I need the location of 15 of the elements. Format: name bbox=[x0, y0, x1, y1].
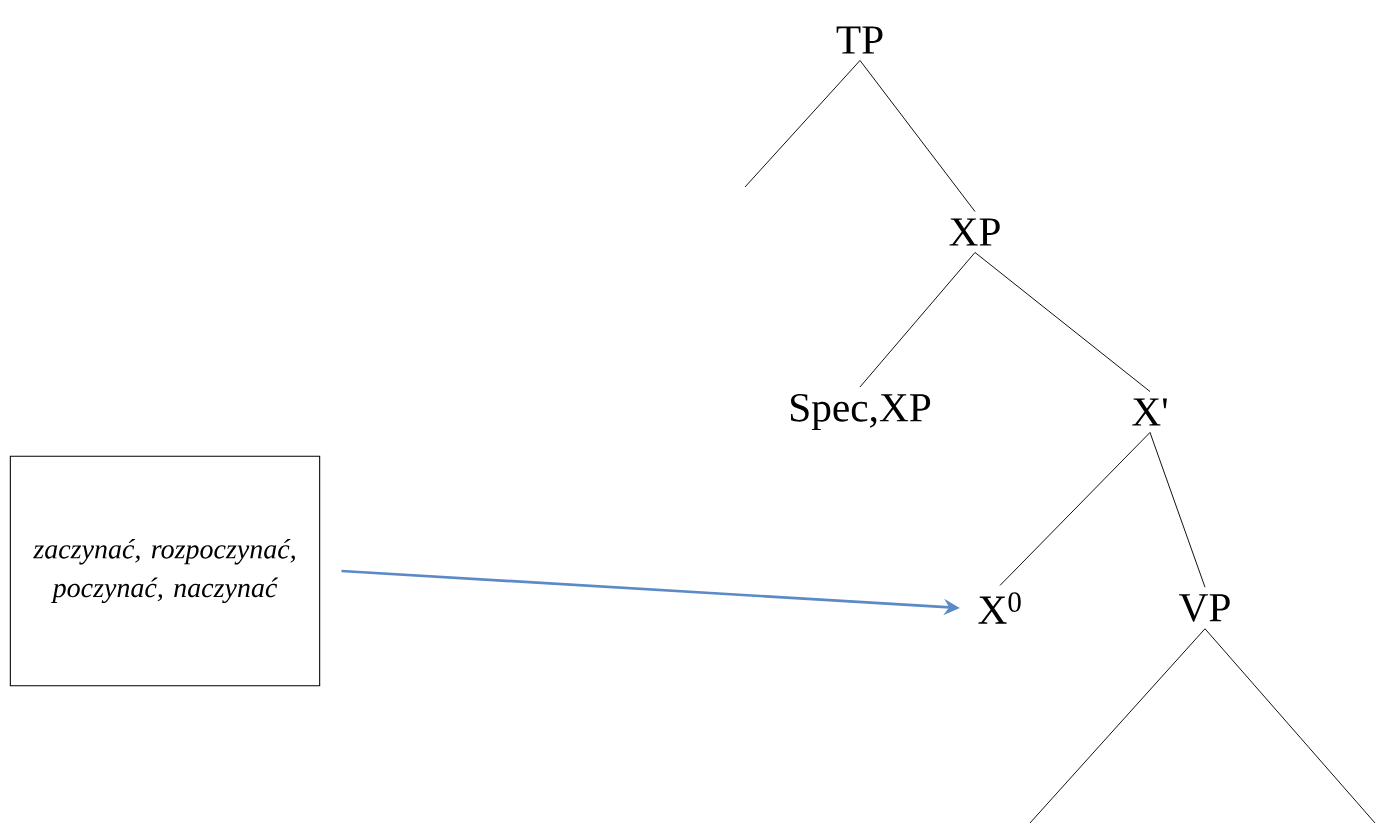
branch-line bbox=[859, 60, 976, 212]
tree-label: X' bbox=[1132, 398, 1167, 426]
branch-line bbox=[999, 432, 1151, 586]
tree-label: VP bbox=[1179, 594, 1230, 622]
tree-label: XP bbox=[949, 218, 1000, 246]
branch-line bbox=[859, 252, 976, 388]
word-box: zaczynać, rozpoczynać, poczynać, naczynać bbox=[9, 455, 321, 687]
tree-label: TP bbox=[836, 26, 883, 54]
branch-line bbox=[744, 60, 861, 188]
tree-label: X$^{0}$ bbox=[978, 592, 1021, 624]
branch-line bbox=[974, 252, 1151, 392]
branch-line bbox=[1149, 432, 1206, 588]
branch-line bbox=[1204, 628, 1376, 823]
branch-line bbox=[1029, 628, 1206, 823]
tree-label: Spec,XP bbox=[791, 393, 931, 431]
